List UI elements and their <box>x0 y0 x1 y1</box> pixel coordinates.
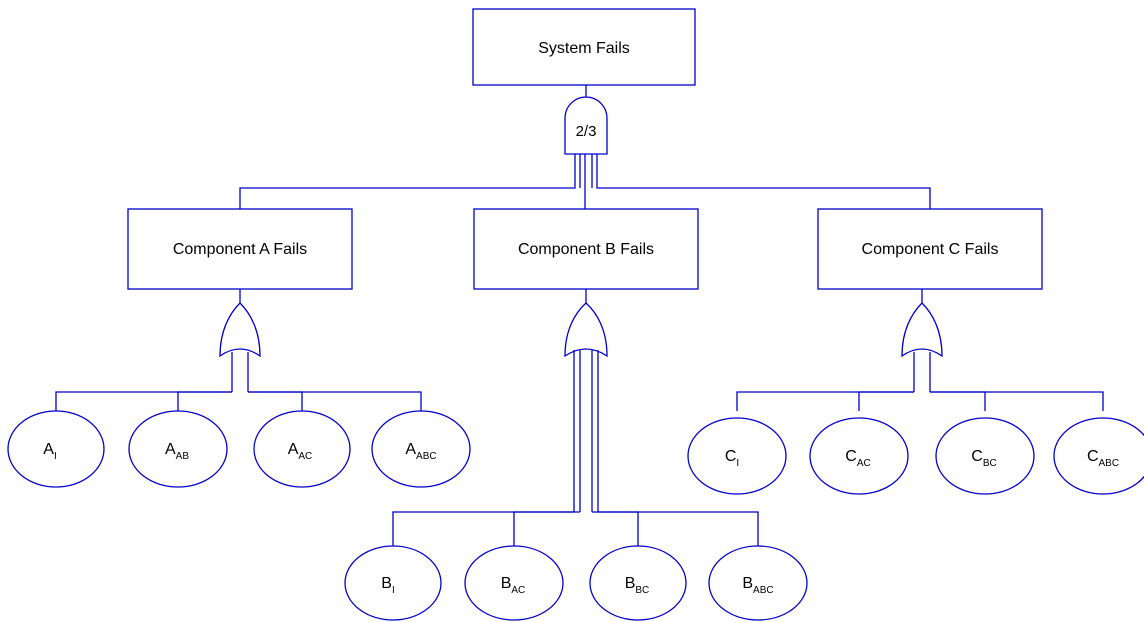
voting-gate-icon <box>564 96 608 155</box>
component-c-label: Component C Fails <box>862 241 999 258</box>
basic-event-a-ab-label: AAB <box>165 441 189 462</box>
top-event-label: System Fails <box>538 40 630 57</box>
basic-event-a-ab[interactable] <box>128 410 228 488</box>
basic-event-b-bc-label: BBC <box>625 575 650 596</box>
basic-event-a-i[interactable] <box>7 410 105 488</box>
basic-event-c-ac[interactable] <box>809 417 909 495</box>
component-c-box[interactable] <box>817 208 1043 290</box>
basic-event-c-ac-label: CAC <box>845 448 870 469</box>
basic-event-a-ac-label: AAC <box>288 441 313 462</box>
component-b-label: Component B Fails <box>518 241 654 258</box>
basic-event-a-i-label: AI <box>43 441 56 462</box>
basic-event-c-bc-label: CBC <box>971 448 996 469</box>
component-b-box[interactable] <box>473 208 699 290</box>
wire-to-component-a <box>239 154 576 209</box>
or-gate-a-icon <box>219 302 261 358</box>
component-a-box[interactable] <box>127 208 353 290</box>
or-gate-c-icon <box>901 302 943 358</box>
basic-event-c-i[interactable] <box>687 417 787 495</box>
basic-event-c-abc[interactable] <box>1053 417 1144 495</box>
basic-event-c-i-label: CI <box>725 448 739 469</box>
basic-event-b-i-label: BI <box>381 575 394 596</box>
basic-event-b-abc[interactable] <box>708 545 808 621</box>
component-a-label: Component A Fails <box>173 241 307 258</box>
or-gate-b-icon <box>564 302 608 358</box>
top-event-box[interactable] <box>472 8 696 86</box>
voting-gate-label: 2/3 <box>576 123 597 140</box>
basic-event-b-ac[interactable] <box>464 545 564 621</box>
basic-event-a-abc-label: AABC <box>405 441 436 462</box>
basic-event-c-abc-label: CABC <box>1087 448 1119 469</box>
basic-event-b-ac-label: BAC <box>501 575 526 596</box>
basic-event-a-ac[interactable] <box>253 410 351 488</box>
wire-to-component-c <box>596 154 931 209</box>
basic-event-a-abc[interactable] <box>371 410 471 488</box>
basic-event-b-i[interactable] <box>344 545 442 621</box>
basic-event-c-bc[interactable] <box>935 417 1035 495</box>
basic-event-b-bc[interactable] <box>589 545 687 621</box>
basic-event-b-abc-label: BABC <box>742 575 773 596</box>
